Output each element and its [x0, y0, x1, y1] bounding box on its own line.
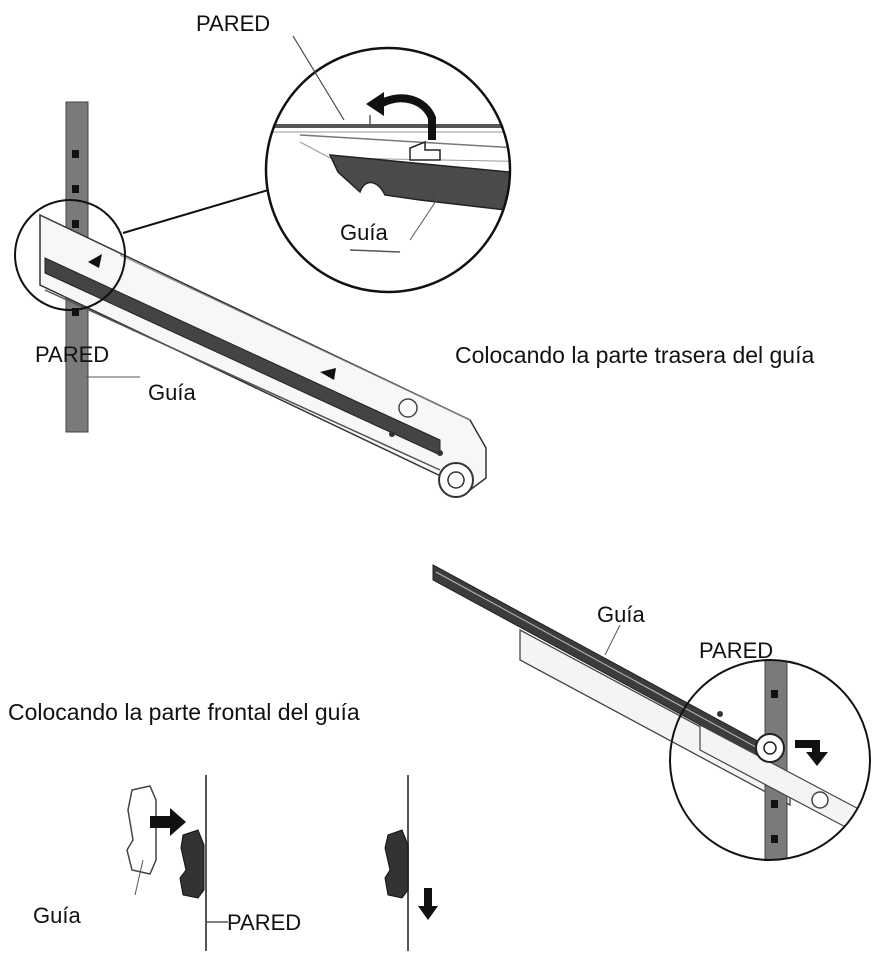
- rear-mounting-view: [14, 101, 487, 498]
- zoom-connector-line: [122, 182, 293, 234]
- front-wall-label: PARED: [699, 638, 774, 663]
- step2-bracket-dark: [384, 829, 409, 899]
- rear-mid-arrow-icon: [320, 368, 336, 380]
- rear-wall-label: PARED: [35, 342, 110, 367]
- rear-detail-circle: [14, 199, 126, 311]
- zoom-hook: [409, 140, 441, 161]
- step1-bracket-outline: [126, 785, 157, 875]
- zoom-top-wall-label: PARED: [196, 11, 271, 36]
- step2-down-arrow-icon: [418, 888, 438, 920]
- bottom-step-views: [126, 775, 438, 951]
- front-rail-label: Guía: [597, 602, 645, 627]
- bottom-wall-label: PARED: [227, 910, 302, 935]
- front-caption: Colocando la parte frontal del guía: [8, 699, 360, 725]
- zoom-rail-dark: [328, 154, 510, 236]
- top-zoom-detail: [264, 35, 512, 294]
- zoom-top-rail-label: Guía: [340, 220, 388, 245]
- step1-bracket-dark: [179, 829, 205, 899]
- zoom-curved-arrow-icon: [378, 94, 436, 140]
- rear-hook-arrow-icon: [88, 254, 102, 268]
- rear-rail-label: Guía: [148, 380, 196, 405]
- bottom-rail-label: Guía: [33, 903, 81, 928]
- front-mounting-view: [432, 564, 871, 861]
- front-l-arrow-icon: [795, 740, 828, 766]
- rear-caption: Colocando la parte trasera del guía: [455, 342, 815, 368]
- front-detail-circle: [669, 659, 871, 861]
- step1-right-arrow-icon: [150, 808, 186, 836]
